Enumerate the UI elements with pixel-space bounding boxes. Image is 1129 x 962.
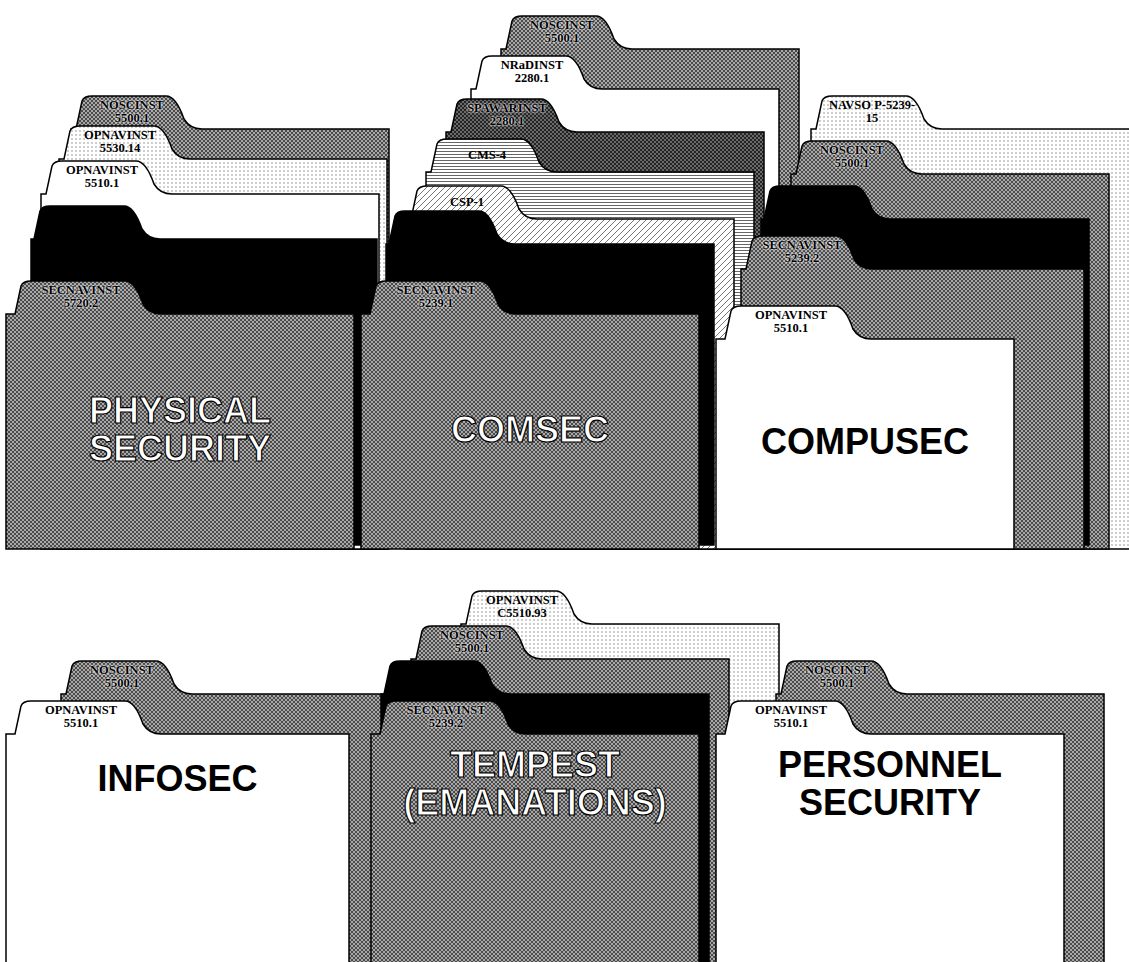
- folder-shape: [6, 701, 349, 962]
- folder-title: TEMPEST (EMANATIONS): [370, 734, 700, 834]
- front-folder: OPNAVINST 5510.1INFOSEC: [5, 700, 350, 962]
- folder-title: COMPUSEC: [715, 339, 1015, 545]
- folder-shape: [361, 281, 699, 549]
- folder-title: PERSONNEL SECURITY: [715, 734, 1065, 834]
- front-folder: SECNAVINST 5720.2PHYSICAL SECURITY: [5, 280, 355, 545]
- tab-label: SECNAVINST 5720.2: [33, 281, 129, 313]
- tab-label: SECNAVINST 5239.2: [398, 701, 494, 733]
- tab-label: SECNAVINST 5239.1: [388, 281, 484, 313]
- front-folder: SECNAVINST 5239.2TEMPEST (EMANATIONS): [370, 700, 700, 962]
- folder-shape: [716, 701, 1064, 962]
- tab-label: NOSCINST 5500.1: [789, 661, 885, 693]
- folder-shape: [6, 281, 354, 549]
- tab-label: OPNAVINST 5510.1: [54, 161, 150, 193]
- folder-title: PHYSICAL SECURITY: [5, 314, 355, 545]
- tab-label: OPNAVINST 5530.14: [72, 126, 168, 158]
- tab-label: SECNAVINST 5239.2: [754, 236, 850, 268]
- folder-outline: [5, 700, 350, 962]
- folder-title: INFOSEC: [5, 734, 350, 824]
- tab-label: OPNAVINST 5510.1: [743, 306, 839, 338]
- folder-outline: [715, 700, 1065, 962]
- tab-label: NRaDINST 2280.1: [484, 56, 580, 88]
- tab-label: NOSCINST 5500.1: [514, 16, 610, 48]
- front-folder: OPNAVINST 5510.1PERSONNEL SECURITY: [715, 700, 1065, 962]
- tab-label: OPNAVINST 5510.1: [743, 701, 839, 733]
- folder-shape: [371, 701, 699, 962]
- tab-label: NAVSO P-5239-15: [824, 96, 920, 128]
- tab-label: NOSCINST 5500.1: [804, 141, 900, 173]
- folder-title: COMSEC: [360, 314, 700, 545]
- tab-label: NOSCINST 5500.1: [424, 626, 520, 658]
- folder-shape: [716, 306, 1014, 549]
- tab-label: OPNAVINST 5510.1: [33, 701, 129, 733]
- tab-label: OPNAVINST C5510.93: [474, 591, 570, 623]
- tab-label: SPAWARINST 2280.1: [459, 99, 555, 131]
- tab-label: NOSCINST 5500.1: [74, 661, 170, 693]
- tab-label: CMS-4: [439, 139, 535, 171]
- front-folder: OPNAVINST 5510.1COMPUSEC: [715, 305, 1015, 545]
- front-folder: SECNAVINST 5239.1COMSEC: [360, 280, 700, 545]
- tab-label: NOSCINST 5500.1: [84, 96, 180, 128]
- folder-outline: [370, 700, 700, 962]
